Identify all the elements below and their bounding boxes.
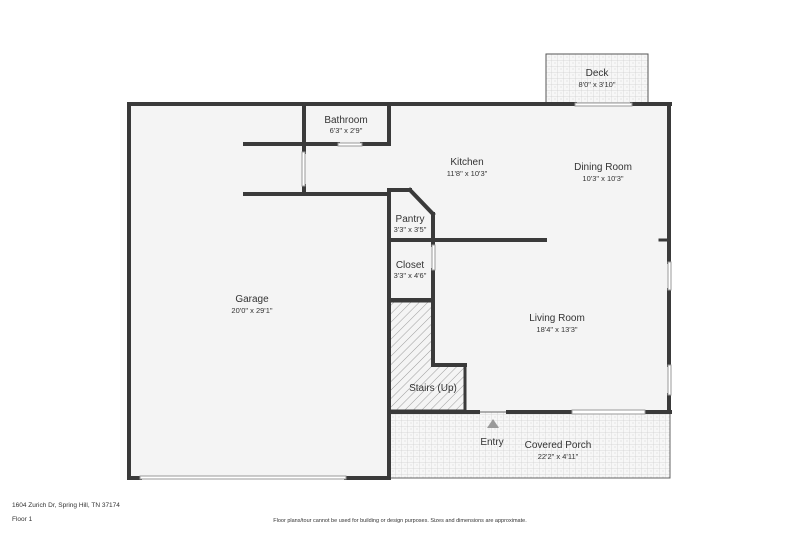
entry-arrow-icon (487, 419, 499, 428)
bathroom-dimensions: 6'3" x 2'9" (330, 126, 363, 135)
closet-dimensions: 3'3" x 4'6" (394, 271, 427, 280)
dining-room-dimensions: 10'3" x 10'3" (582, 174, 623, 183)
porch-area (388, 411, 671, 479)
deck-dimensions: 8'0" x 3'10" (579, 80, 616, 89)
kitchen-name: Kitchen (450, 157, 483, 168)
porch-dimensions: 22'2" x 4'11" (538, 452, 579, 461)
deck-area (545, 53, 649, 105)
pantry-name: Pantry (396, 214, 425, 225)
property-address: 1604 Zurich Dr, Spring Hill, TN 37174 (12, 502, 120, 509)
garage-name: Garage (235, 294, 269, 305)
kitchen-dimensions: 11'8" x 10'3" (447, 169, 488, 178)
porch-name: Covered Porch (525, 440, 592, 451)
entry-name: Entry (480, 437, 503, 448)
bathroom-name: Bathroom (324, 115, 367, 126)
closet-name: Closet (396, 260, 425, 271)
windows (139, 102, 672, 480)
garage-dimensions: 20'0" x 29'1" (231, 306, 272, 315)
floor-label: Floor 1 (12, 516, 33, 523)
disclaimer-text: Floor plans/tour cannot be used for buil… (273, 518, 527, 524)
deck-name: Deck (586, 68, 610, 79)
walls (127, 102, 672, 480)
dining-room-name: Dining Room (574, 162, 632, 173)
stairs-name: Stairs (Up) (409, 383, 457, 394)
living-room-dimensions: 18'4" x 13'3" (536, 325, 577, 334)
pantry-dimensions: 3'3" x 3'5" (394, 225, 427, 234)
living-room-name: Living Room (529, 313, 585, 324)
